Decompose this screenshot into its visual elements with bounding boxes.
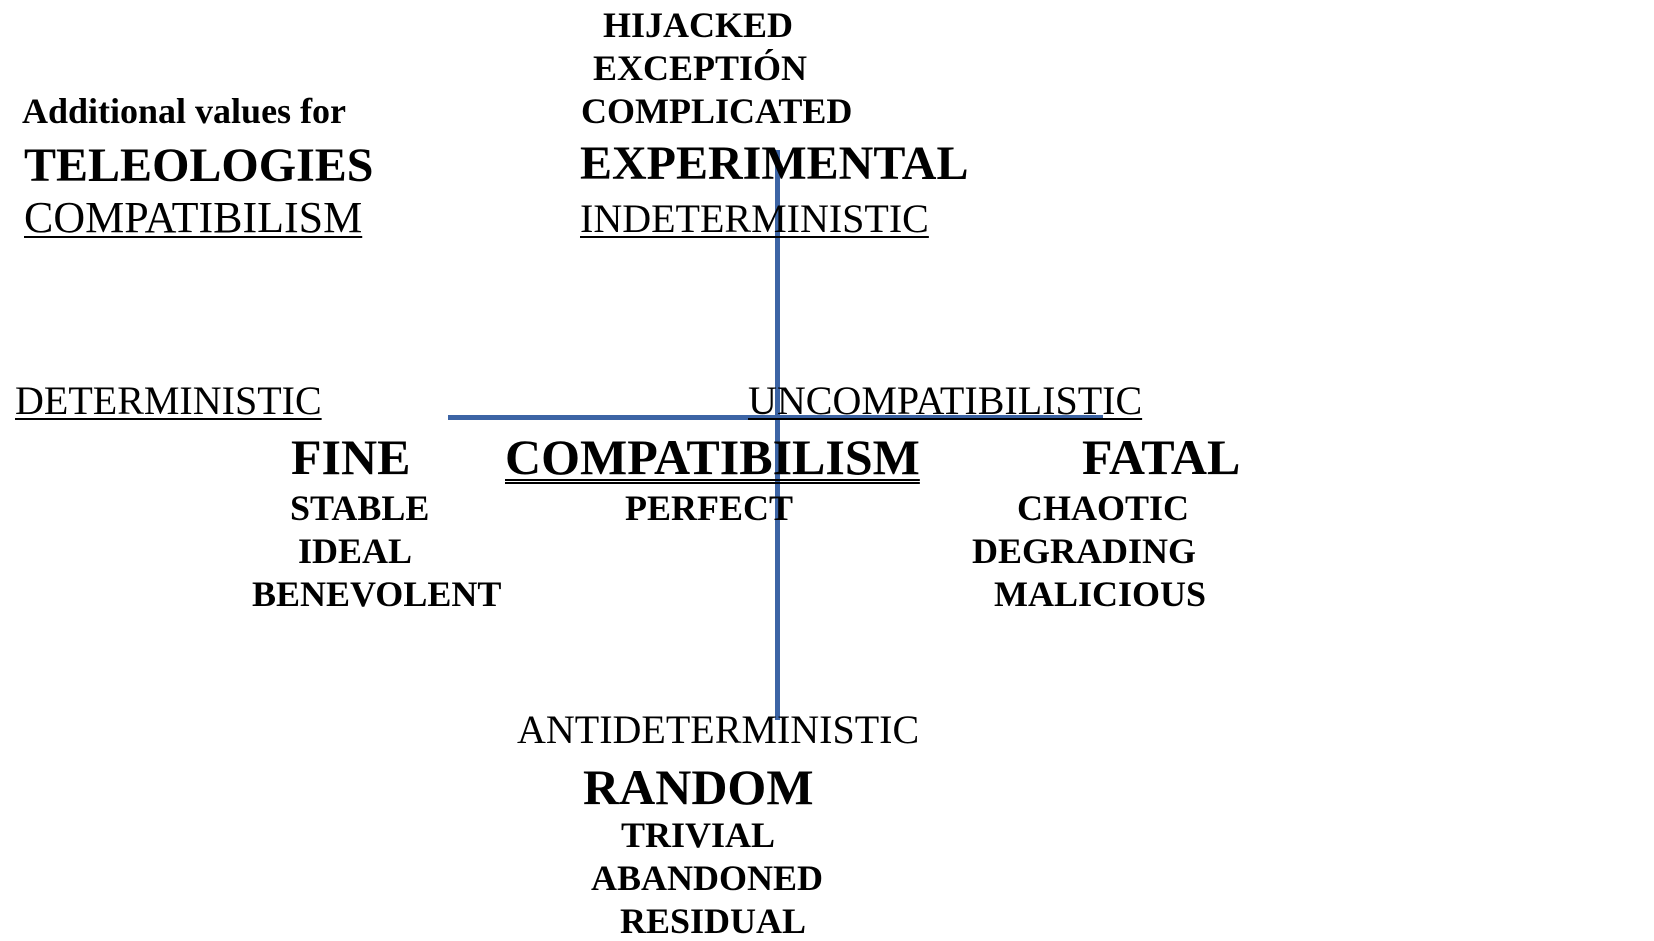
right-title: FATAL [1082,429,1241,485]
top-title: EXPERIMENTAL [580,137,969,190]
top-value-3: COMPLICATED [581,91,853,131]
bottom-value-2: ABANDONED [591,858,824,898]
bottom-axis-label: ANTIDETERMINISTIC [517,707,920,752]
left-axis-label: DETERMINISTIC [15,378,322,423]
intro-title: TELEOLOGIES [24,139,374,192]
center-title: COMPATIBILISM [505,429,920,485]
right-value-2: DEGRADING [972,531,1197,571]
horizontal-axis-line [448,415,1103,420]
intro-subtitle: COMPATIBILISM [24,193,363,242]
center-value: PERFECT [625,488,794,528]
intro-heading: Additional values for [22,91,347,131]
bottom-value-1: TRIVIAL [621,815,776,855]
top-axis-label: INDETERMINISTIC [580,196,929,241]
bottom-value-3: RESIDUAL [620,901,807,941]
right-value-3: MALICIOUS [994,574,1207,614]
right-value-1: CHAOTIC [1017,488,1190,528]
left-value-3: BENEVOLENT [252,574,502,614]
bottom-title: RANDOM [583,759,814,815]
vertical-axis-line [775,150,780,720]
left-title: FINE [291,429,411,485]
top-value-1: HIJACKED [603,5,794,45]
top-value-2: EXCEPTIÓN [593,48,808,88]
left-value-1: STABLE [290,488,430,528]
right-axis-label: UNCOMPATIBILISTIC [748,378,1143,423]
left-value-2: IDEAL [298,531,413,571]
